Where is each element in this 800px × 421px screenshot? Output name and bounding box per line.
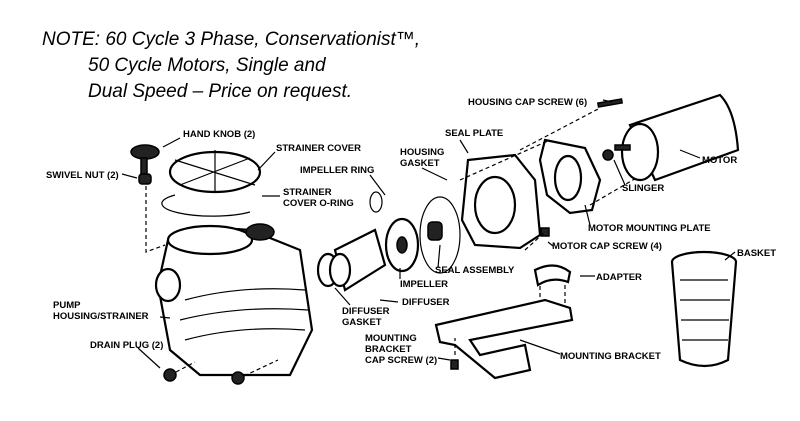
label-housing-gasket-2: GASKET — [400, 158, 440, 169]
strainer-cover — [168, 150, 262, 194]
label-housing-gasket-1: HOUSING — [400, 147, 444, 158]
label-mounting-bracket: MOUNTING BRACKET — [560, 351, 661, 362]
motor — [614, 93, 740, 182]
label-bracket-cap-screw-3: CAP SCREW (2) — [365, 355, 437, 366]
label-swivel-nut: SWIVEL NUT (2) — [46, 170, 119, 181]
label-bracket-cap-screw-2: BRACKET — [365, 344, 412, 355]
label-motor-mounting-plate: MOTOR MOUNTING PLATE — [588, 223, 711, 234]
label-strainer-cover-o-ring-1: STRAINER — [283, 187, 332, 198]
housing-gasket — [419, 196, 461, 274]
label-adapter: ADAPTER — [596, 272, 642, 283]
swivel-nut — [138, 173, 152, 185]
mounting-bracket — [434, 298, 574, 380]
label-bracket-cap-screw-1: MOUNTING — [365, 333, 417, 344]
label-impeller-ring: IMPELLER RING — [300, 165, 374, 176]
label-seal-assembly: SEAL ASSEMBLY — [435, 265, 515, 276]
basket — [670, 250, 738, 368]
label-diffuser-gasket-2: GASKET — [342, 317, 382, 328]
adapter — [533, 264, 572, 287]
seal-assembly — [427, 221, 443, 241]
label-strainer-cover: STRAINER COVER — [276, 143, 361, 154]
label-slinger: SLINGER — [622, 183, 664, 194]
label-drain-plug: DRAIN PLUG (2) — [90, 340, 163, 351]
label-strainer-cover-o-ring-2: COVER O-RING — [283, 198, 354, 209]
impeller-ring — [369, 191, 383, 213]
note-line-2: 50 Cycle Motors, Single and — [88, 55, 327, 76]
motor-cap-screw — [540, 227, 550, 237]
note-line-1: NOTE: 60 Cycle 3 Phase, Conservationist™… — [42, 29, 420, 50]
housing-cap-screw — [596, 98, 624, 108]
label-motor-cap-screw: MOTOR CAP SCREW (4) — [552, 241, 662, 252]
hand-knob — [130, 144, 160, 179]
diffuser — [328, 228, 387, 292]
label-impeller: IMPELLER — [400, 279, 448, 290]
label-pump-housing-2: HOUSING/STRAINER — [53, 311, 149, 322]
note-line-3: Dual Speed – Price on request. — [88, 81, 352, 102]
label-pump-housing-1: PUMP — [53, 300, 81, 311]
label-hand-knob: HAND KNOB (2) — [183, 129, 255, 140]
seal-plate — [460, 153, 542, 250]
strainer-cover-o-ring — [161, 194, 251, 217]
impeller — [384, 217, 420, 273]
label-diffuser: DIFFUSER — [402, 297, 450, 308]
motor-mounting-plate — [538, 138, 602, 215]
label-basket: BASKET — [737, 248, 776, 259]
label-diffuser-gasket-1: DIFFUSER — [342, 306, 390, 317]
pump-housing-strainer — [154, 223, 314, 377]
slinger — [602, 149, 614, 161]
mounting-bracket-cap-screw — [450, 359, 459, 370]
drain-plug — [163, 368, 245, 385]
label-housing-cap-screw: HOUSING CAP SCREW (6) — [468, 97, 587, 108]
label-seal-plate: SEAL PLATE — [445, 128, 503, 139]
label-motor: MOTOR — [702, 155, 737, 166]
